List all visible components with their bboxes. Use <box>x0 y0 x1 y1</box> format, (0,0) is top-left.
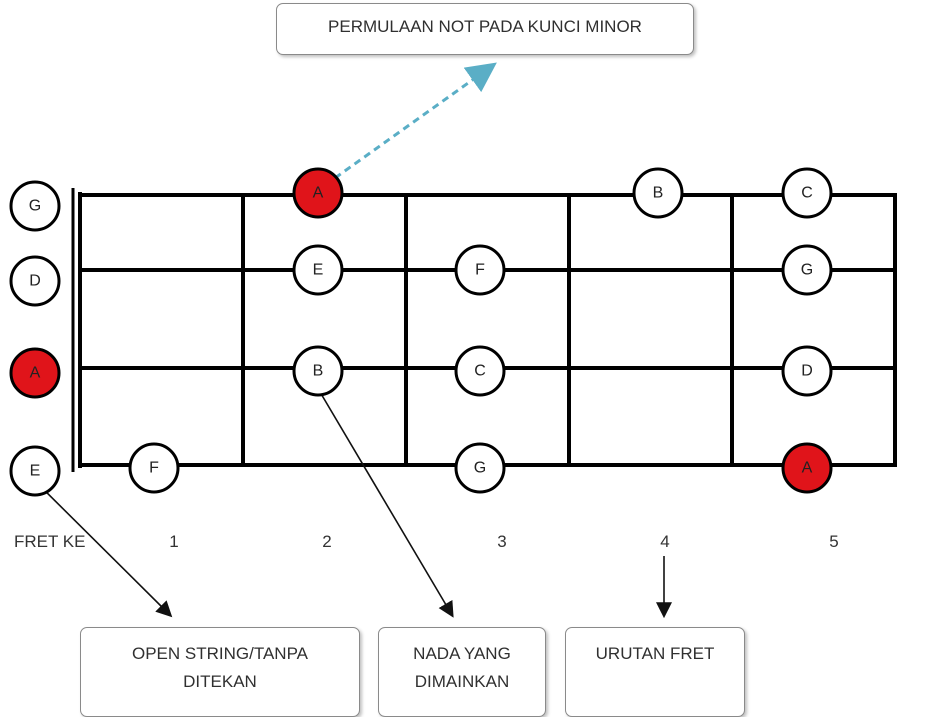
note-circle <box>454 442 506 494</box>
callout-played-notes: NADA YANG DIMAINKAN <box>378 627 546 717</box>
callout-open-line2: DITEKAN <box>183 672 257 691</box>
note-label: C <box>474 363 486 380</box>
callout-top-text: PERMULAAN NOT PADA KUNCI MINOR <box>328 17 642 36</box>
fret-label: FRET KE <box>14 532 86 551</box>
note-circle <box>454 345 506 397</box>
callout-open-line1: OPEN STRING/TANPA <box>131 644 308 663</box>
note-label: F <box>475 262 485 279</box>
note-label: G <box>474 460 486 477</box>
fret-number-5: 5 <box>829 532 839 551</box>
fret-number-3: 3 <box>497 532 507 551</box>
note-g-s4-f3: G <box>454 442 506 494</box>
note-label: E <box>313 262 324 279</box>
callout-urutan-text: URUTAN FRET <box>595 644 715 663</box>
open-note-g-1: G <box>9 180 61 232</box>
note-b-s3-f2: B <box>292 345 344 397</box>
callout-open-string: OPEN STRING/TANPA DITEKAN <box>80 627 360 717</box>
note-label: A <box>30 365 41 382</box>
note-label: B <box>313 363 324 380</box>
arrow-to-first-note <box>334 62 497 180</box>
note-f-s2-f3: F <box>454 244 506 296</box>
note-label: G <box>801 262 813 279</box>
note-b-s1-f4: B <box>632 167 684 219</box>
note-a-s4-f5: A <box>781 442 833 494</box>
note-c-s1-f5: C <box>781 167 833 219</box>
note-d-s3-f5: D <box>781 345 833 397</box>
note-circle <box>454 244 506 296</box>
note-circle <box>9 255 61 307</box>
note-circle <box>292 345 344 397</box>
note-f-s4-f1: F <box>128 442 180 494</box>
callout-nada-line1: NADA YANG <box>413 644 511 663</box>
note-label: B <box>653 185 664 202</box>
fret-number-1: 1 <box>169 532 179 551</box>
fret-number-4: 4 <box>660 532 670 551</box>
note-circle <box>9 347 61 399</box>
fretboard-grid <box>71 188 897 472</box>
note-e-s2-f2: E <box>292 244 344 296</box>
note-label: G <box>29 198 41 215</box>
fret-number-2: 2 <box>322 532 332 551</box>
note-circle <box>781 244 833 296</box>
note-circle <box>632 167 684 219</box>
note-circle <box>781 345 833 397</box>
open-note-d-2: D <box>9 255 61 307</box>
open-string-notes: G D A E <box>9 180 61 497</box>
note-circle <box>292 167 344 219</box>
note-label: D <box>801 363 813 380</box>
fretted-notes: A B C E F G B C D F G A <box>128 167 833 494</box>
note-circle <box>292 244 344 296</box>
note-c-s3-f3: C <box>454 345 506 397</box>
note-circle <box>128 442 180 494</box>
note-circle <box>781 442 833 494</box>
callout-first-note-minor-key: PERMULAAN NOT PADA KUNCI MINOR <box>276 3 694 55</box>
callout-fret-order: URUTAN FRET <box>565 627 745 717</box>
note-circle <box>9 180 61 232</box>
callout-nada-line2: DIMAINKAN <box>414 672 510 691</box>
note-g-s2-f5: G <box>781 244 833 296</box>
note-a-s1-f2: A <box>292 167 344 219</box>
note-label: F <box>149 460 159 477</box>
note-label: A <box>313 185 324 202</box>
note-label: C <box>801 185 813 202</box>
note-label: A <box>802 460 813 477</box>
arrow-to-played-note <box>319 391 454 618</box>
note-label: E <box>30 463 41 480</box>
note-circle <box>9 445 61 497</box>
open-note-e-4: E <box>9 445 61 497</box>
note-label: D <box>29 273 41 290</box>
note-circle <box>781 167 833 219</box>
open-note-a-3: A <box>9 347 61 399</box>
